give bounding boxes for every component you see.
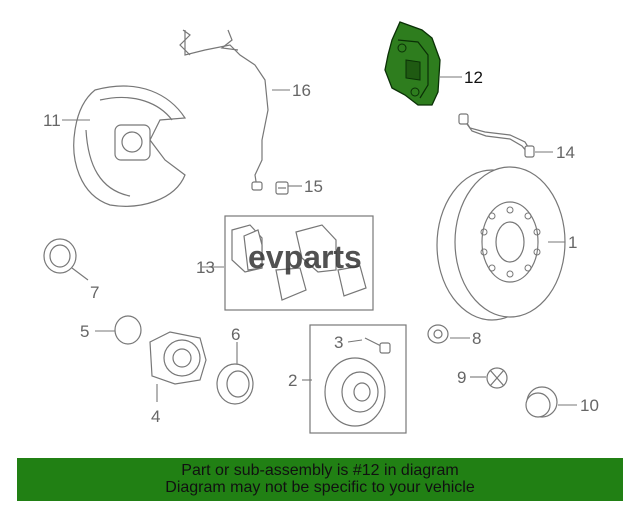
callout-11: 11: [43, 111, 61, 130]
info-banner: Part or sub-assembly is #12 in diagram D…: [17, 458, 623, 501]
part-9-lock-nut[interactable]: [486, 367, 508, 389]
part-11-dust-shield[interactable]: [73, 85, 187, 207]
part-8-nut[interactable]: [427, 324, 449, 344]
part-5-snap-ring[interactable]: [114, 315, 142, 345]
part-3-hub-bolt[interactable]: [364, 337, 391, 354]
callout-9: 9: [457, 368, 466, 387]
part-16-sensor-wire[interactable]: [179, 29, 269, 191]
part-12-brake-caliper[interactable]: [384, 21, 441, 106]
part-1-brake-rotor[interactable]: [436, 166, 566, 321]
callout-15: 15: [304, 177, 323, 196]
callout-4: 4: [151, 407, 160, 426]
callout-1: 1: [568, 233, 577, 252]
banner-line-2: Diagram may not be specific to your vehi…: [165, 479, 475, 496]
part-7-seal[interactable]: [43, 238, 77, 274]
part-13-brake-pad-kit[interactable]: evparts: [224, 215, 374, 311]
part-2-axle-hub[interactable]: [309, 324, 407, 434]
callout-7: 7: [90, 283, 99, 302]
callout-6: 6: [231, 325, 240, 344]
callout-12: 12: [464, 68, 483, 87]
part-10-grease-cap[interactable]: [525, 386, 558, 418]
part-4-hub[interactable]: [149, 331, 207, 385]
part-15-clip[interactable]: [275, 181, 289, 195]
callout-13: 13: [196, 258, 215, 277]
callout-5: 5: [80, 322, 89, 341]
banner-line-1: Part or sub-assembly is #12 in diagram: [181, 462, 459, 479]
callout-8: 8: [472, 329, 481, 348]
part-6-bearing[interactable]: [216, 363, 254, 405]
callout-2: 2: [288, 371, 297, 390]
callout-16: 16: [292, 81, 311, 100]
part-14-brake-hose[interactable]: [458, 113, 535, 158]
callout-14: 14: [556, 143, 575, 162]
watermark-logo: evparts: [248, 239, 362, 275]
callout-10: 10: [580, 396, 599, 415]
callout-3: 3: [334, 333, 343, 352]
